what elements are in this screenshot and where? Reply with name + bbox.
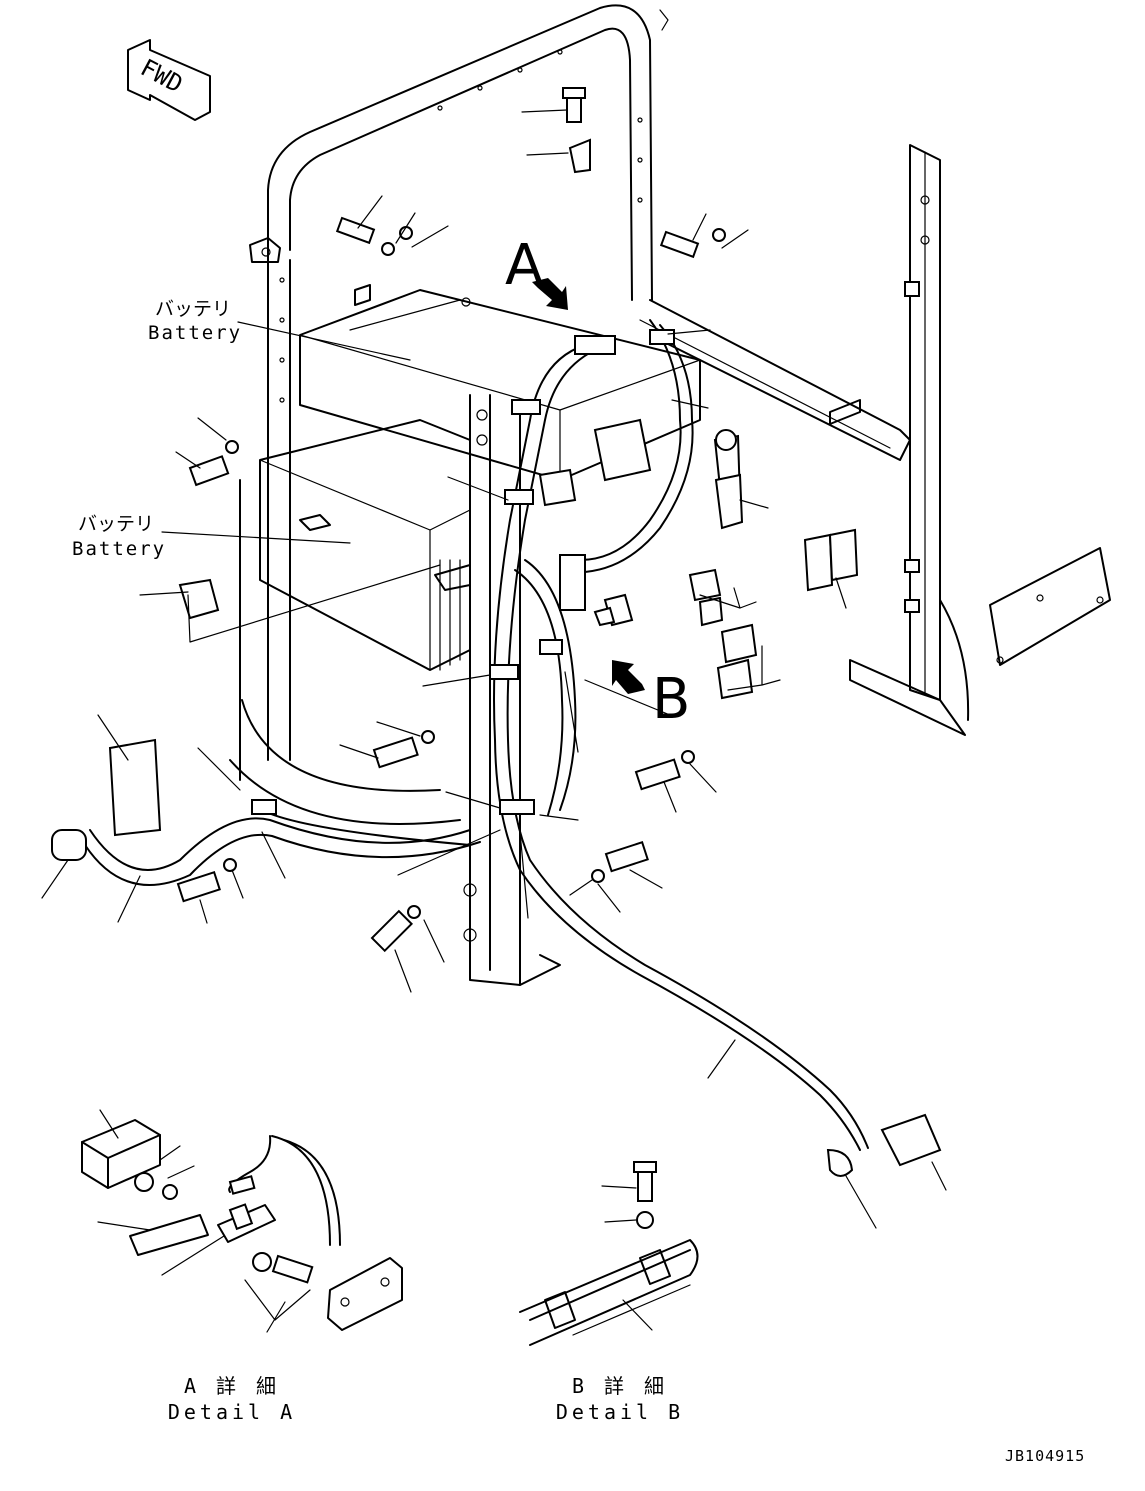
battery-upper-box [299, 284, 701, 481]
fasteners [176, 87, 726, 953]
detail-a-drawing [81, 1109, 403, 1333]
battery-cable-harness [84, 319, 869, 1151]
battery-upper-label-jp: バッテリ [155, 298, 232, 320]
battery-lower-label-en: Battery [72, 538, 167, 560]
detail-a-label-en: Detail A [167, 1400, 297, 1424]
right-deck [639, 299, 1111, 666]
view-a-label: A [505, 233, 544, 298]
detail-b-label-jp: B 詳 細 [571, 1374, 669, 1398]
relay-components [51, 418, 942, 1177]
bracket [568, 138, 591, 174]
detail-b-label-en: Detail B [555, 1400, 685, 1424]
fwd-arrow-icon [127, 39, 211, 121]
detail-a-label-jp: A 詳 細 [183, 1374, 281, 1398]
right-upright [849, 144, 970, 736]
bolt [562, 87, 586, 123]
detail-b-drawing [519, 1161, 699, 1346]
bolt [372, 730, 435, 769]
battery-upper-label-en: Battery [148, 322, 243, 344]
battery-lower-box [259, 419, 471, 671]
cab-frame [229, 4, 669, 825]
bolt [634, 750, 695, 791]
bolt [188, 440, 239, 487]
bolt [659, 228, 726, 259]
bolt [370, 905, 421, 953]
base-frame [463, 394, 561, 986]
battery-lower-label-jp: バッテリ [78, 513, 155, 535]
drawing-code: JB104915 [1005, 1447, 1086, 1465]
bolt [335, 216, 413, 256]
bolt [591, 840, 649, 883]
bolt [176, 858, 237, 903]
leader-lines [41, 109, 947, 1229]
view-b-label: B [652, 667, 691, 732]
view-arrow-icon [532, 278, 645, 694]
